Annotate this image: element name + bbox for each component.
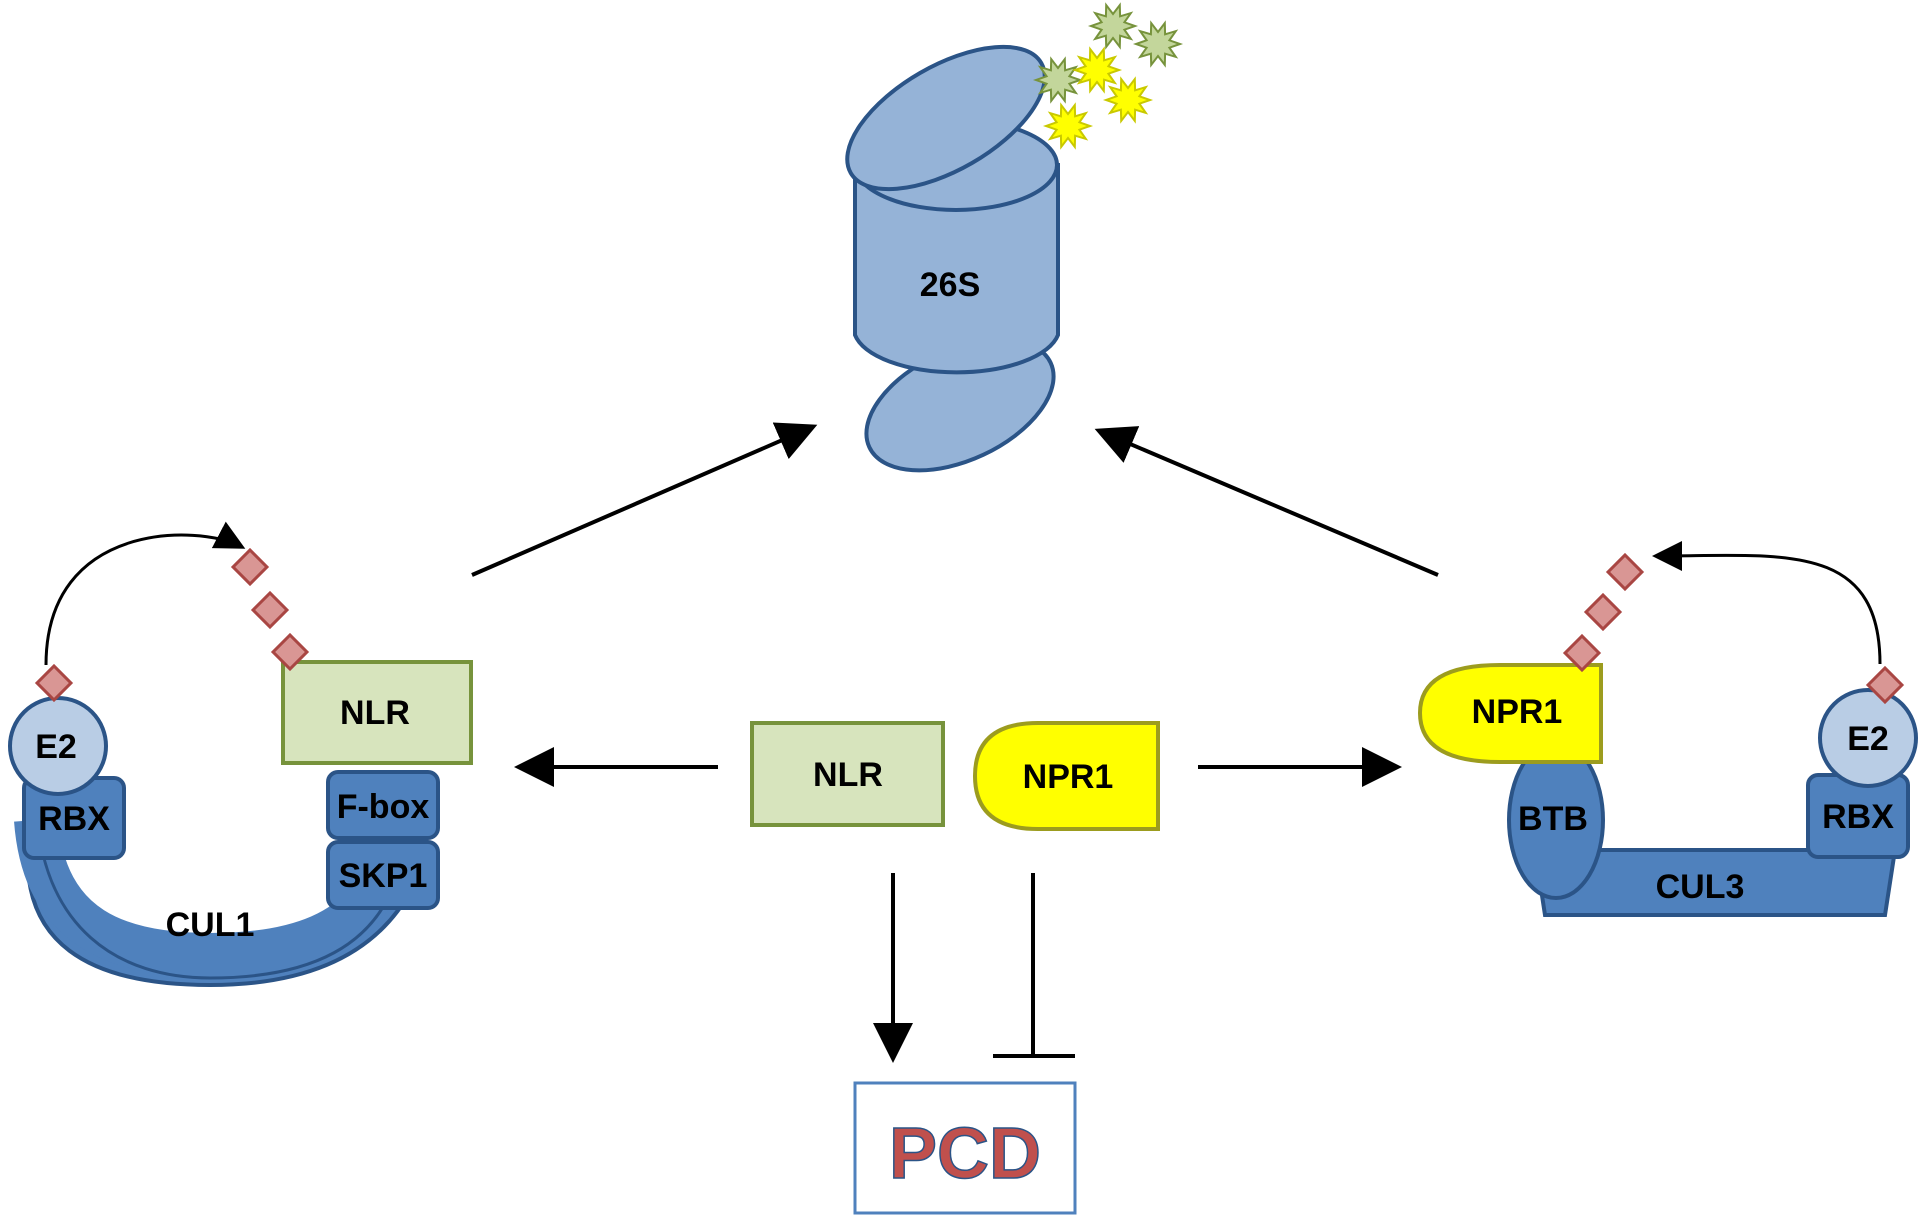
ubiquitin-transfer-arrow-left [44,521,246,666]
ubiquitin-chain-left [34,547,310,703]
proteasome-26s: 26S [845,44,1060,473]
ubiquitin-left-1 [34,663,74,703]
pcd-border [853,1081,1077,1215]
ubiquitin-right-2 [1605,552,1645,592]
proteasome-core [853,163,1060,375]
skp1 [326,840,440,910]
peptide-fragment-4 [1071,46,1123,94]
left-scf-complex: CUL1 RBX E2 SKP1 F-box NLR [8,521,473,988]
npr1-substrate-right-label: NPR1 [1472,693,1563,731]
rbx-right-label: RBX [1822,798,1894,836]
right-cul3-complex: CUL3 BTB RBX E2 NPR1 [1417,540,1918,917]
cul1-label: CUL1 [166,906,255,944]
arrow-left-to-proteasome [471,422,818,577]
peptide-fragments [1032,2,1184,150]
ubiquitin-left-4 [270,632,310,672]
proteasome-top-lid [845,44,1047,192]
pcd-label: PCD [889,1114,1041,1194]
peptide-fragment-3 [1032,56,1084,104]
ubiquitin-right-3 [1583,592,1623,632]
ubiquitin-right-1 [1865,665,1905,705]
ubiquitin-transfer-arrow-right [1652,540,1882,665]
e2-right [1818,688,1918,788]
proteasome-label: 26S [920,266,981,304]
f-box [326,770,440,840]
nlr-substrate-left-label: NLR [340,694,410,732]
skp1-label: SKP1 [339,857,428,895]
npr1-substrate-right [1417,663,1603,764]
f-box-label: F-box [337,788,430,826]
peptide-fragment-1 [1087,2,1139,50]
pcd-box: PCD [853,1081,1077,1215]
npr1-center [972,721,1160,831]
nlr-center [750,721,945,827]
nlr-substrate-left [281,660,473,765]
e2-right-label: E2 [1847,720,1889,758]
ubiquitin-right-4 [1562,633,1602,673]
e2-left-label: E2 [35,728,77,766]
ubiquitin-left-2 [230,547,270,587]
ubiquitin-chain-right [1562,552,1905,705]
cul3-label: CUL3 [1656,868,1745,906]
peptide-fragment-5 [1102,76,1154,124]
arrow-right-to-proteasome [1094,426,1439,577]
btb-label: BTB [1518,800,1588,838]
inhibition-npr1-to-pcd [993,873,1075,1058]
npr1-center-label: NPR1 [1023,758,1114,796]
rbx-left-label: RBX [38,800,110,838]
nlr-center-label: NLR [813,756,883,794]
center-proteins: NLR NPR1 [750,721,1160,831]
ubiquitin-left-3 [250,590,290,630]
peptide-fragment-2 [1132,20,1184,68]
peptide-fragment-6 [1042,102,1094,150]
